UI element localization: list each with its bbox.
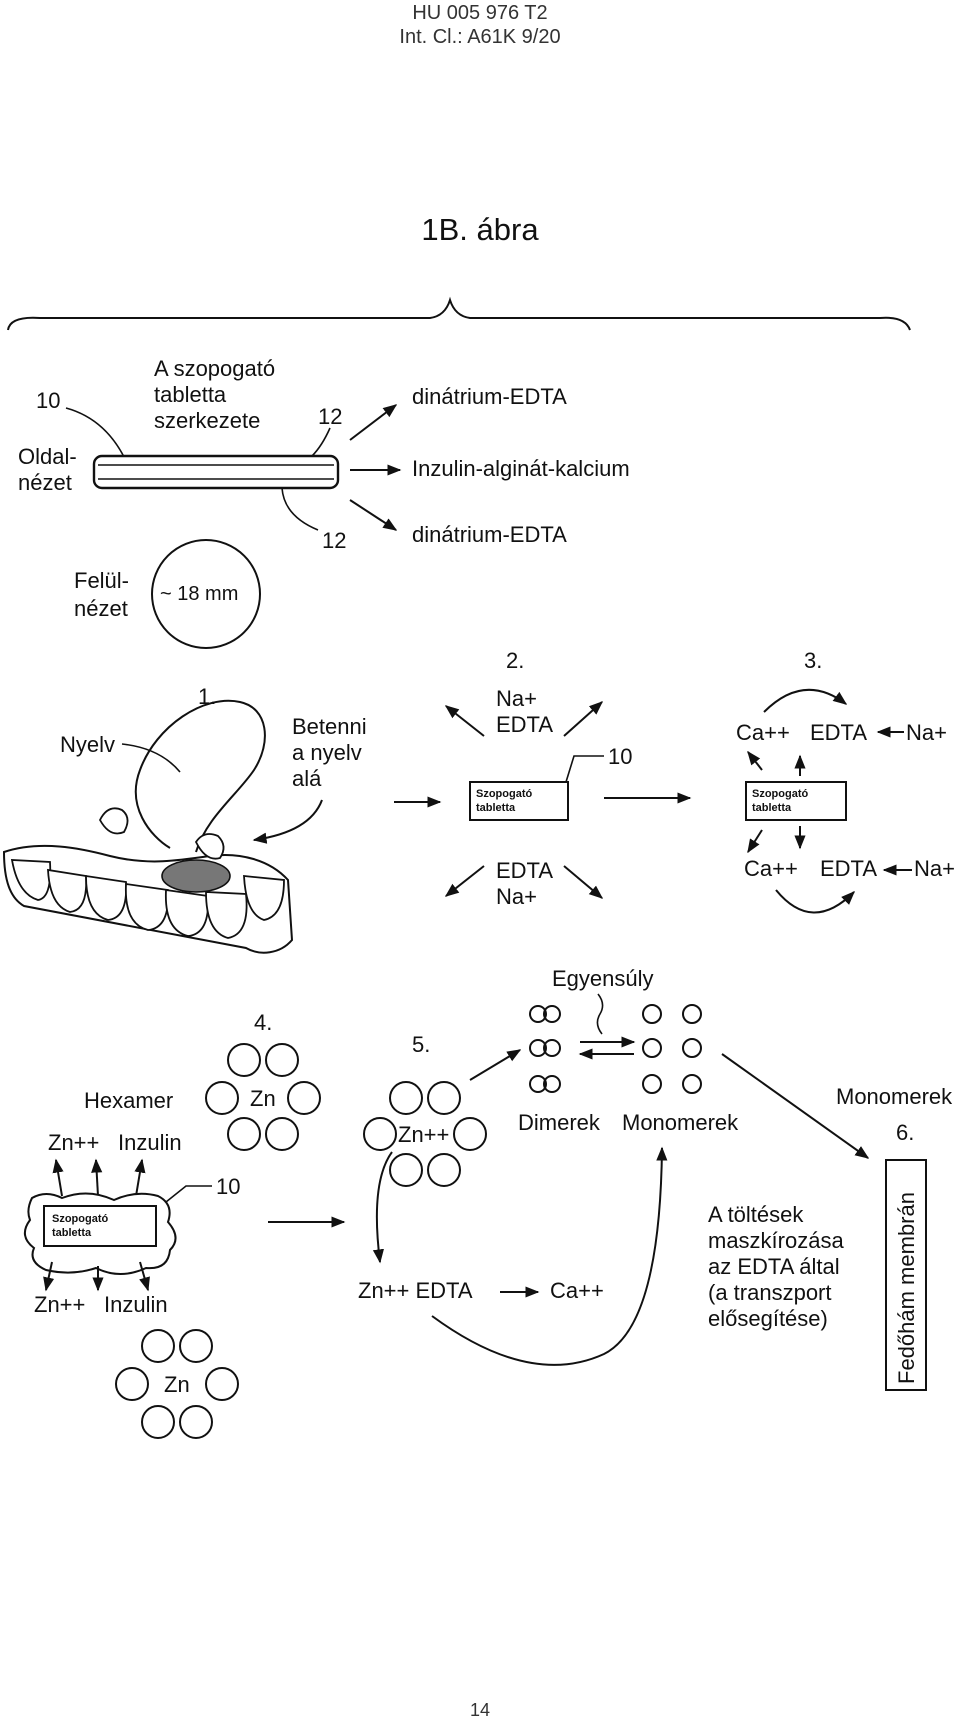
tablet-under-tongue <box>161 859 231 893</box>
dimer-column <box>529 1005 561 1093</box>
hexamer-upper-zn: Zn <box>250 1086 276 1111</box>
step3-number: 3. <box>804 648 822 673</box>
step3-tablet <box>745 781 847 821</box>
step4-tablet-label-1: Szopogató <box>52 1213 108 1225</box>
structure-title-3: szerkezete <box>154 408 260 433</box>
tablet-diameter: ~ 18 mm <box>160 583 238 605</box>
step5-section: 5. Zn++ Egyensúly Dimerek Monomerek Zn++… <box>358 966 844 1366</box>
structure-section: 10 A szopogató tabletta szerkezete 12 Ol… <box>18 356 630 649</box>
hexamer-lower <box>115 1329 239 1439</box>
step4-insulin-bottom: Inzulin <box>104 1292 168 1317</box>
step4-tablet <box>43 1205 157 1247</box>
structure-title-2: tabletta <box>154 382 227 407</box>
tablet-top-view <box>151 539 261 649</box>
tongue-label: Nyelv <box>60 732 115 757</box>
masking-text-5: elősegítése) <box>708 1306 828 1331</box>
page-number: 14 <box>469 1700 491 1720</box>
doc-number: HU 005 976 T2 <box>412 2 548 24</box>
step3-top-na: Na+ <box>906 720 947 745</box>
figure-title: 1B. ábra <box>421 212 539 247</box>
hexamer-lower-zn: Zn <box>164 1372 190 1397</box>
step4-insulin-top: Inzulin <box>118 1130 182 1155</box>
top-brace <box>7 296 911 331</box>
step3-bottom-edta: EDTA <box>820 856 877 881</box>
step3-tablet-label-1: Szopogató <box>752 788 808 800</box>
step1-instruction-2: a nyelv <box>292 740 362 765</box>
hexamer-label: Hexamer <box>84 1088 173 1113</box>
step4-zn-bottom: Zn++ <box>34 1292 85 1317</box>
top-view-label-2: nézet <box>74 596 128 621</box>
step6-number: 6. <box>896 1120 914 1145</box>
step4-section: 4. Zn Hexamer Zn++ Inzulin 10 Szopogató … <box>23 1010 346 1439</box>
step2-tablet <box>469 781 569 821</box>
hexamer-upper <box>205 1043 321 1151</box>
dimers-label: Dimerek <box>518 1110 601 1135</box>
step3-top-ca: Ca++ <box>736 720 790 745</box>
masking-text-4: (a transzport <box>708 1280 832 1305</box>
step3-tablet-label-2: tabletta <box>752 802 792 814</box>
step3-bottom-ca: Ca++ <box>744 856 798 881</box>
step2-top-edta: EDTA <box>496 712 553 737</box>
hexamer-center-zn: Zn++ <box>398 1122 449 1147</box>
step6-section: Monomerek 6. Fedőhám membrán <box>721 1053 953 1391</box>
step2-bottom-ion: Na+ <box>496 884 537 909</box>
step2-tablet-label-2: tabletta <box>476 802 516 814</box>
masking-text-2: maszkírozása <box>708 1228 844 1253</box>
structure-title-1: A szopogató <box>154 356 275 381</box>
hexamer-center <box>363 1081 487 1187</box>
top-view-label-1: Felül- <box>74 568 129 593</box>
zn-edta-label: Zn++ EDTA <box>358 1278 473 1303</box>
step5-number: 5. <box>412 1032 430 1057</box>
side-view-label-2: nézet <box>18 470 72 495</box>
step2-section: 2. Na+ EDTA 10 Szopogató tabletta EDTA N… <box>444 648 692 909</box>
step4-ref-10: 10 <box>216 1174 240 1199</box>
masking-text-3: az EDTA által <box>708 1254 840 1279</box>
layer-top: dinátrium-EDTA <box>412 384 567 409</box>
tablet-side-view <box>92 454 340 490</box>
step3-section: 3. Ca++ EDTA Na+ Szopogató tabletta Ca++… <box>736 648 955 914</box>
equilibrium-label: Egyensúly <box>552 966 654 991</box>
step3-bottom-na: Na+ <box>914 856 955 881</box>
layer-middle: Inzulin-alginát-kalcium <box>412 456 630 481</box>
step2-tablet-label-1: Szopogató <box>476 788 532 800</box>
step2-bottom-edta: EDTA <box>496 858 553 883</box>
classification: Int. Cl.: A61K 9/20 <box>399 26 561 48</box>
step3-top-edta: EDTA <box>810 720 867 745</box>
epithelial-membrane <box>885 1159 927 1391</box>
teeth-row <box>10 807 285 939</box>
step2-top-ion: Na+ <box>496 686 537 711</box>
ref-10-structure: 10 <box>36 388 60 413</box>
step1-instruction-1: Betenni <box>292 714 367 739</box>
step4-number: 4. <box>254 1010 272 1035</box>
ca-label: Ca++ <box>550 1278 604 1303</box>
step1-section: 1. Nyelv Betenni a nyelv alá <box>2 684 442 954</box>
masking-text-1: A töltések <box>708 1202 804 1227</box>
step2-ref-10: 10 <box>608 744 632 769</box>
ref-12-bottom: 12 <box>322 528 346 553</box>
membrane-label: Fedőhám membrán <box>894 1192 919 1384</box>
step6-monomers: Monomerek <box>836 1084 953 1109</box>
jaw-drawing <box>2 844 294 954</box>
tongue-drawing <box>134 699 266 853</box>
ref-12-top: 12 <box>318 404 342 429</box>
step4-zn-top: Zn++ <box>48 1130 99 1155</box>
step1-instruction-3: alá <box>292 766 322 791</box>
step4-tablet-label-2: tabletta <box>52 1227 92 1239</box>
side-view-label-1: Oldal- <box>18 444 77 469</box>
monomer-column <box>642 1004 702 1094</box>
step2-number: 2. <box>506 648 524 673</box>
layer-bottom: dinátrium-EDTA <box>412 522 567 547</box>
monomers-label: Monomerek <box>622 1110 739 1135</box>
